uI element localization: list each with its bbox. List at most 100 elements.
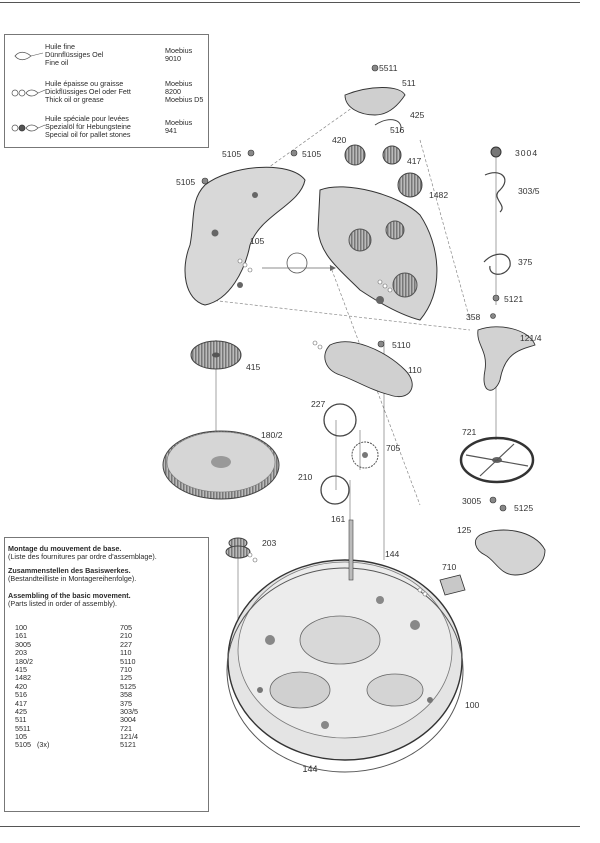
bridge-1482 — [317, 186, 438, 321]
part-list-item: 203 — [15, 648, 27, 658]
part-list-item: 161 — [15, 631, 27, 641]
spring-375 — [483, 253, 511, 275]
page-number: 144 — [302, 764, 318, 774]
part-list-item: 3004 — [120, 715, 136, 725]
legend-thick-oil-fr: Huile épaisse ou graisse — [45, 79, 124, 88]
part-list-item: 303/5 — [120, 706, 138, 716]
label-516: 516 — [390, 125, 405, 135]
parts-column-2: 705 210 227 110 5110 710 125 5125 358 37… — [120, 623, 190, 750]
label-1482: 1482 — [429, 190, 448, 200]
label-180-2: 180/2 — [261, 430, 283, 440]
label-203: 203 — [262, 538, 277, 548]
assembly-subtitle-de: (Bestandteilliste in Montagereihenfolge)… — [8, 574, 137, 584]
label-125: 125 — [457, 525, 472, 535]
lever-511 — [344, 87, 406, 116]
part-list-item: 105 — [15, 732, 27, 742]
screw-5105-b — [290, 149, 298, 157]
label-710: 710 — [442, 562, 457, 572]
label-417: 417 — [407, 156, 422, 166]
legend-fine-oil-fr: Huile fine — [45, 42, 75, 51]
label-721: 721 — [462, 427, 477, 437]
part-list-item: 125 — [120, 673, 132, 683]
part-list-item: 358 — [120, 690, 132, 700]
part-list-item: 5105 (3x) — [15, 740, 50, 750]
part-list-item: 417 — [15, 698, 27, 708]
part-list-item: 180/2 — [15, 656, 33, 666]
part-list-item: 3005 — [15, 639, 31, 649]
part-list-item: 121/4 — [120, 732, 138, 742]
balance-cock-121-4 — [477, 326, 536, 391]
legend-pallet-oil-fr: Huile spéciale pour levées — [45, 114, 129, 123]
parts-column-1: 100 161 3005 203 180/2 415 1482 420 516 … — [15, 623, 85, 750]
part-list-item: 5511 — [15, 723, 31, 733]
label-425: 425 — [410, 110, 425, 120]
label-5110: 5110 — [392, 340, 411, 350]
legend-thick-oil-en: Thick oil or grease — [45, 95, 104, 105]
screw-5511 — [371, 64, 379, 72]
part-list-item: 375 — [120, 698, 132, 708]
part-list-item: 511 — [15, 715, 27, 725]
part-list-item: 705 — [120, 623, 132, 632]
part-list-item: 5125 — [120, 681, 136, 691]
label-705: 705 — [386, 443, 401, 453]
legend-fine-oil-brand: Moebius — [165, 46, 193, 55]
assembly-subtitle-fr: (Liste des fournitures par ordre d'assem… — [8, 552, 157, 562]
screw-5110 — [377, 340, 385, 348]
part-list-item: 210 — [120, 631, 132, 641]
label-415: 415 — [246, 362, 261, 372]
label-3004: 3004 — [515, 148, 538, 158]
label-375: 375 — [518, 257, 533, 267]
oil-legend: Huile fine Dünnflüssiges Oel Fine oil Mo… — [4, 34, 209, 148]
pallet-fork-705 — [351, 441, 379, 469]
legend-pallet-oil-en: Special oil for pallet stones — [45, 130, 131, 140]
wheel-420 — [344, 144, 366, 166]
part-list-item: 516 — [15, 690, 27, 700]
part-list-item: 100 — [15, 623, 27, 632]
legend-fine-oil-code: 9010 — [165, 54, 181, 64]
label-358: 358 — [466, 312, 481, 322]
legend-thick-oil-code: 8200 — [165, 87, 181, 97]
legend-thick-oil-alt: Moebius D5 — [165, 95, 204, 105]
spring-425 — [374, 119, 402, 133]
part-list-item: 110 — [120, 648, 132, 658]
assembly-subtitle-en: (Parts listed in order of assembly). — [8, 599, 118, 609]
label-227: 227 — [311, 399, 326, 409]
label-3005: 3005 — [462, 496, 481, 506]
label-210: 210 — [298, 472, 313, 482]
assembly-title-en: Assembling of the basic movement. — [8, 591, 131, 600]
legend-pallet-oil-brand: Moebius — [165, 118, 193, 127]
assembly-title-fr: Montage du mouvement de base. — [8, 544, 122, 553]
lever-710 — [439, 574, 466, 596]
hairspring-303-5 — [484, 172, 506, 213]
part-list-item: 425 — [15, 706, 27, 716]
part-list-item: 710 — [120, 664, 132, 674]
escape-wheel-227 — [323, 403, 357, 437]
centre-wheel-180-2 — [162, 430, 280, 500]
top-rule — [0, 2, 580, 3]
screw-5105-c — [201, 177, 209, 185]
bridge-105 — [184, 166, 306, 306]
label-511: 511 — [402, 78, 416, 88]
label-5121: 5121 — [504, 294, 523, 304]
part-list-item: 5110 — [120, 656, 136, 666]
fine-oil-drop-icon — [14, 51, 44, 61]
label-121-4: 121/4 — [520, 333, 542, 343]
wheel-210 — [320, 475, 350, 505]
label-144: 144 — [385, 549, 400, 559]
legend-thick-oil-brand: Moebius — [165, 79, 193, 88]
alignment-lines — [209, 94, 471, 506]
legend-fine-oil-de: Dünnflüssiges Oel — [45, 50, 104, 60]
assembly-title-de: Zusammenstellen des Basiswerkes. — [8, 566, 131, 575]
pallet-bridge-110 — [324, 341, 413, 397]
pinion-203 — [225, 537, 251, 559]
label-161: 161 — [331, 514, 346, 524]
label-5105-a: 5105 — [222, 149, 241, 159]
part-list-item: 1482 — [15, 673, 31, 683]
screw-5121 — [492, 294, 500, 302]
label-303-5: 303/5 — [518, 186, 540, 196]
label-110: 110 — [408, 365, 422, 375]
label-100: 100 — [465, 700, 480, 710]
balance-wheel-721 — [459, 436, 535, 484]
part-list-item: 5121 — [120, 740, 136, 750]
